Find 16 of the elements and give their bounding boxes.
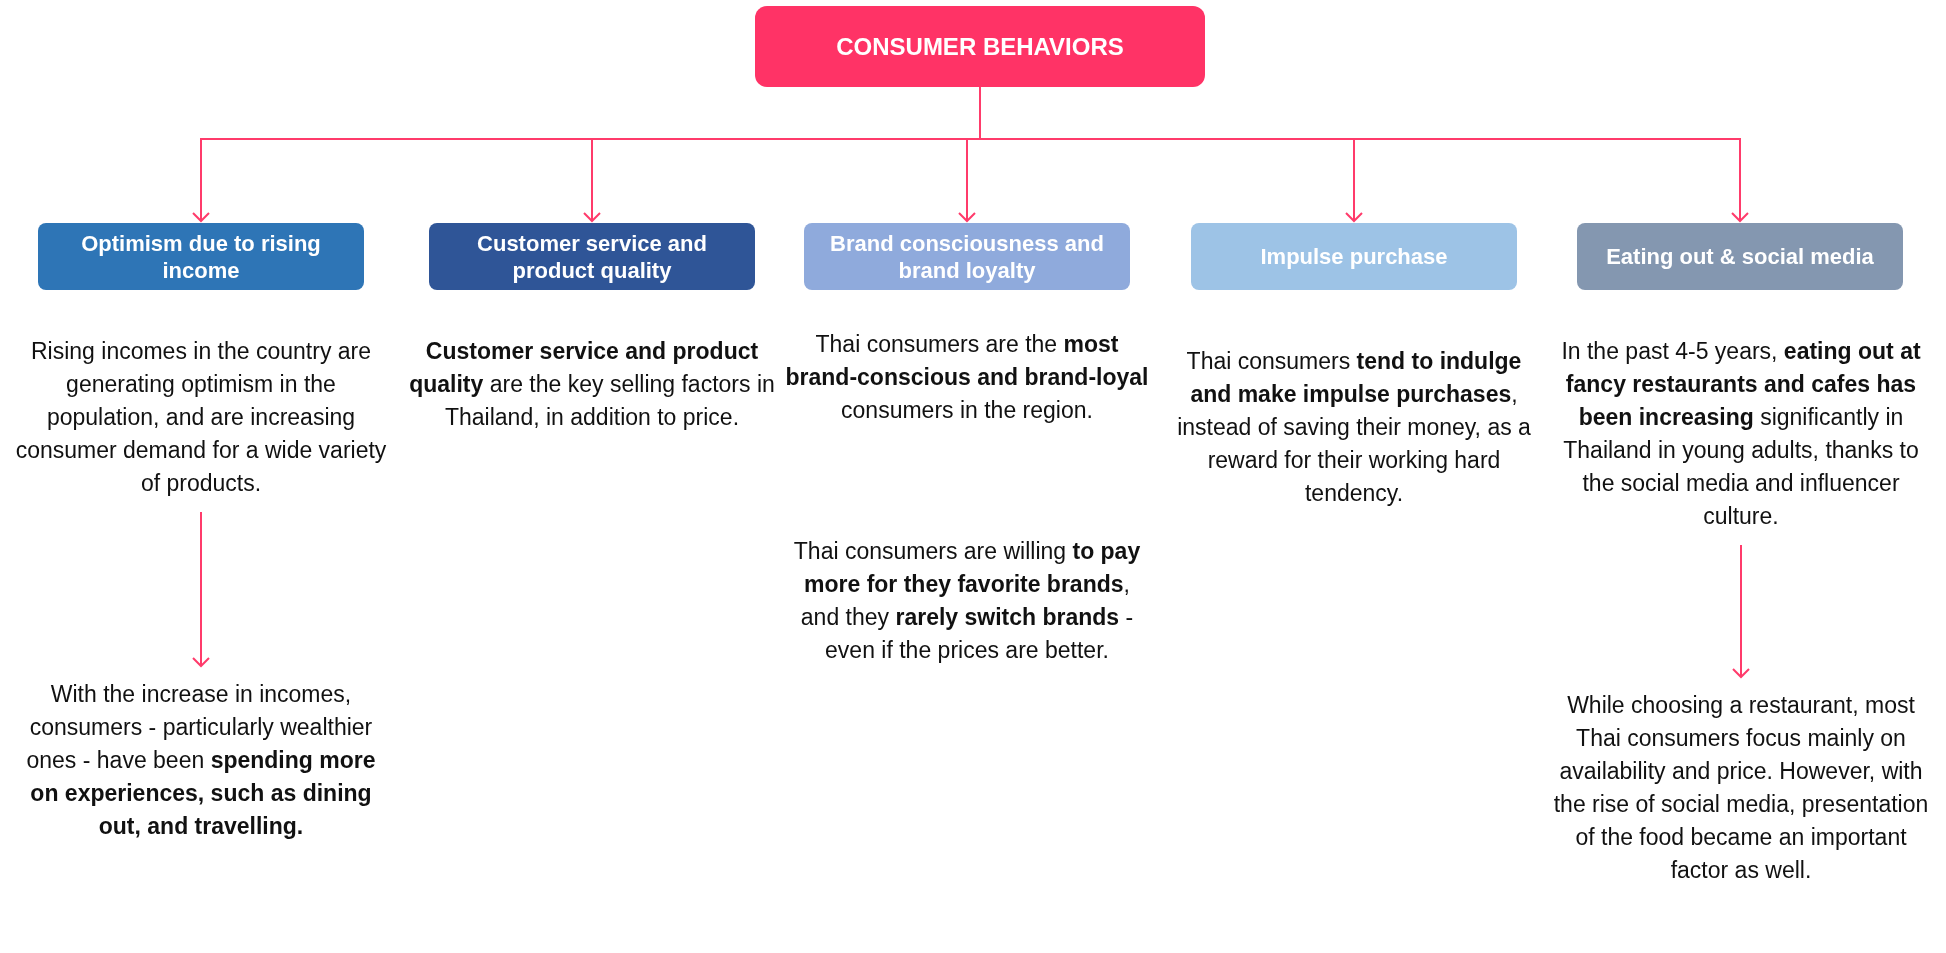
description-text: Thai consumers tend to indulge and make impulse purchases, instead of saving their money, as a reward for their working hard tendency. (1176, 347, 1532, 508)
description-text: Customer service and product quality are the key selling factors in Thailand, in addition to price. (408, 337, 776, 432)
description-text: In the past 4-5 years, eating out at fancy restaurants and cafes has been increasing significantly in Thailand in young adults, thanks to the social media and influencer culture. (1551, 335, 1931, 533)
description-text: With the increase in incomes, consumers - particularly wealthier ones - have been spending more on experiences, such as dining out, and travelling. (12, 678, 390, 843)
arrow (192, 511, 210, 667)
title-box: CONSUMER BEHAVIORS (755, 6, 1205, 87)
description-text: Rising incomes in the country are generating optimism in the population, and are increasing consumer demand for a wide variety of products. (12, 335, 390, 500)
description-text: Thai consumers are willing to pay more for they favorite brands, and they rarely switch brands - even if the prices are better. (792, 537, 1142, 665)
category-box: Impulse purchase (1191, 223, 1517, 290)
description-text: While choosing a restaurant, most Thai consumers focus mainly on availability and price. However, with the rise of social media, presentation of the food became an important factor as well. (1551, 689, 1931, 887)
description-text: Thai consumers are the most brand-conscious and brand-loyal consumers in the region. (784, 330, 1150, 425)
arrow (1732, 544, 1750, 678)
category-box: Customer service and product quality (429, 223, 755, 290)
category-box: Eating out & social media (1577, 223, 1903, 290)
category-box: Optimism due to rising income (38, 223, 364, 290)
category-box: Brand consciousness and brand loyalty (804, 223, 1130, 290)
